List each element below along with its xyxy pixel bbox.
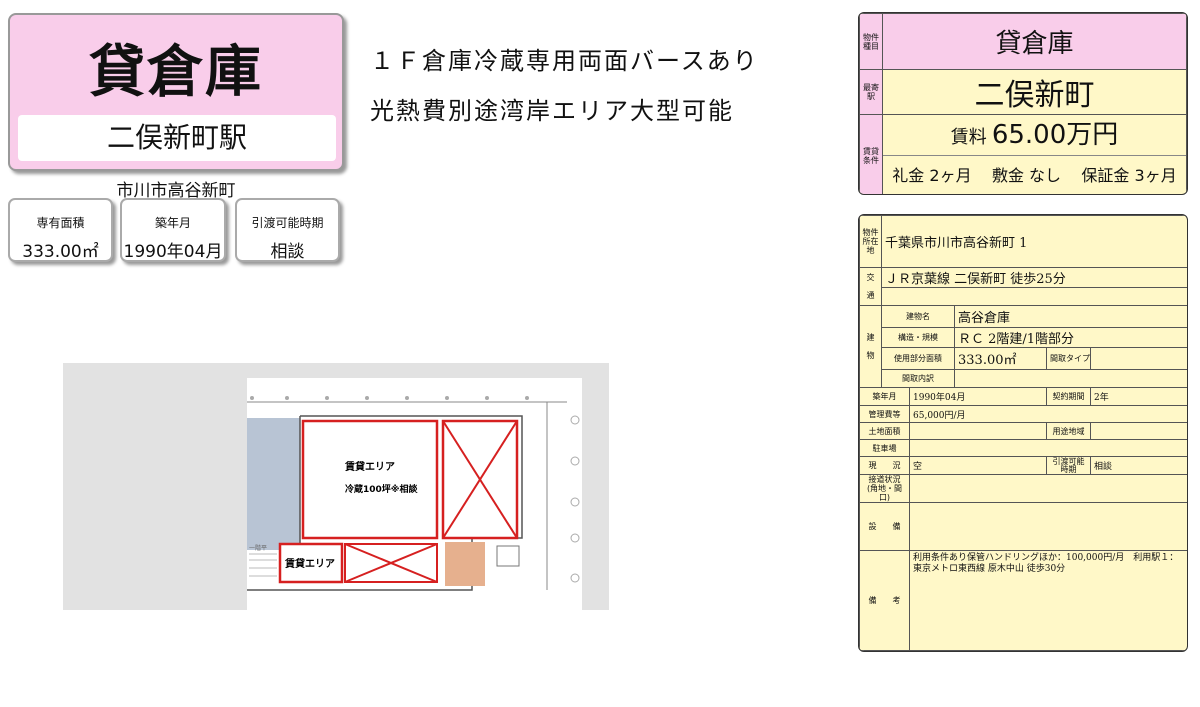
key-money-label: 礼金 [892,166,925,185]
detail-transport-extra [880,287,1187,306]
floor-plan-label-area-2: 賃貸エリア [284,557,335,570]
detail-road-access [908,474,1187,503]
summary-fees: 礼金 2ヶ月 敷金 なし 保証金 3ヶ月 [884,156,1186,194]
detail-status: 空 [909,456,1047,475]
detail-land-area [909,422,1047,440]
floor-plan-image: 賃貸エリア 冷蔵100坪※相談 賃貸エリア 一階平 [63,363,609,610]
label-road-access: 接道状況(角地・間口) [859,474,910,503]
label-building-name: 建物名 [881,305,955,328]
label-property-type: 物件種目 [859,13,883,70]
stat-label: 専有面積 [36,216,85,230]
stat-value: 相談 [270,242,305,262]
label-used-area: 使用部分面積 [881,347,955,370]
headline-line-2: 光熱費別途湾岸エリア大型可能 [370,97,734,125]
label-location: 物件所在地 [859,215,882,268]
detail-structure: ＲＣ 2階建/1階部分 [953,327,1187,348]
floor-plan-drawing: 賃貸エリア 冷蔵100坪※相談 賃貸エリア 一階平 [247,396,580,591]
title-card: 貸倉庫 二俣新町駅 [8,13,344,171]
rent-label: 賃料 [950,127,987,148]
label-structure: 構造・規模 [881,327,955,348]
label-parking: 駐車場 [859,439,910,457]
stat-value: 1990年04月 [123,242,223,262]
detail-management-fee: 65,000円/月 [908,405,1187,423]
label-transport: 交通 [859,267,882,306]
stat-handover: 引渡可能時期 相談 [235,198,340,262]
stat-label: 築年月 [154,216,191,230]
floor-plan-label-area-1: 賃貸エリア [344,460,395,473]
details-panel: 物件所在地 千葉県市川市高谷新町 1 交通 ＪＲ京葉線 二俣新町 徒歩25分 建… [858,214,1188,652]
floor-plan-label-area-1-sub: 冷蔵100坪※相談 [345,483,419,495]
detail-transport: ＪＲ京葉線 二俣新町 徒歩25分 [880,267,1187,288]
detail-location: 千葉県市川市高谷新町 1 [880,215,1187,268]
summary-property-type: 貸倉庫 [882,13,1187,70]
rent-value: 65.00万円 [991,120,1119,150]
detail-built: 1990年04月 [909,387,1047,406]
label-handover: 引渡可能時期 [1046,456,1091,475]
detail-facilities [908,502,1187,551]
key-money-value: 2ヶ月 [929,166,972,185]
deposit-value: なし [1029,166,1062,185]
label-built: 築年月 [859,387,910,406]
summary-station: 二俣新町 [882,69,1187,115]
label-remarks: 備 考 [859,550,910,651]
label-layout-type: 間取タイプ [1046,347,1091,370]
detail-handover: 相談 [1089,456,1187,475]
detail-contract: 2年 [1089,387,1187,406]
property-type-title: 貸倉庫 [89,40,263,105]
summary-rent: 賃料 65.00万円 [883,116,1186,156]
label-contract: 契約期間 [1046,387,1091,406]
label-rental-terms: 賃貸条件 [859,114,883,194]
label-status: 現 況 [859,456,910,475]
stat-value: 333.00㎡ [22,242,99,262]
label-management-fee: 管理費等 [859,405,910,423]
label-nearest-station: 最寄駅 [859,69,883,115]
detail-parking [908,439,1187,457]
guarantee-value: 3ヶ月 [1134,166,1177,185]
headline: １Ｆ倉庫冷蔵専用両面バースあり 光熱費別途湾岸エリア大型可能 [370,36,759,136]
floor-plan-sheet: 賃貸エリア 冷蔵100坪※相談 賃貸エリア 一階平 [247,378,582,610]
detail-remarks: 利用条件あり保管ハンドリングほか：100,000円/月 利用駅１：東京メトロ東西… [908,550,1187,651]
deposit-label: 敷金 [991,166,1024,185]
stat-floor-area: 専有面積 333.00㎡ [8,198,113,262]
detail-layout-detail [953,369,1187,388]
label-zoning: 用途地域 [1046,422,1091,440]
detail-zoning [1089,422,1187,440]
detail-used-area: 333.00㎡ [954,347,1047,370]
summary-panel: 物件種目 貸倉庫 最寄駅 二俣新町 賃貸条件 賃料 65.00万円 礼金 2ヶ月… [858,12,1188,195]
station-name: 二俣新町駅 [18,115,336,161]
detail-building-name: 高谷倉庫 [953,305,1187,328]
stat-label: 引渡可能時期 [251,216,324,230]
guarantee-label: 保証金 [1081,166,1130,185]
label-land-area: 土地面積 [859,422,910,440]
address-text: 市川市高谷新町 [116,181,236,201]
label-layout-detail: 間取内訳 [881,369,955,388]
headline-line-1: １Ｆ倉庫冷蔵専用両面バースあり [370,47,759,75]
stat-built-date: 築年月 1990年04月 [120,198,226,262]
floor-plan-small-label: 一階平 [249,544,267,552]
label-facilities: 設 備 [859,502,910,551]
label-building: 建物 [859,305,882,388]
detail-layout-type [1089,347,1187,370]
